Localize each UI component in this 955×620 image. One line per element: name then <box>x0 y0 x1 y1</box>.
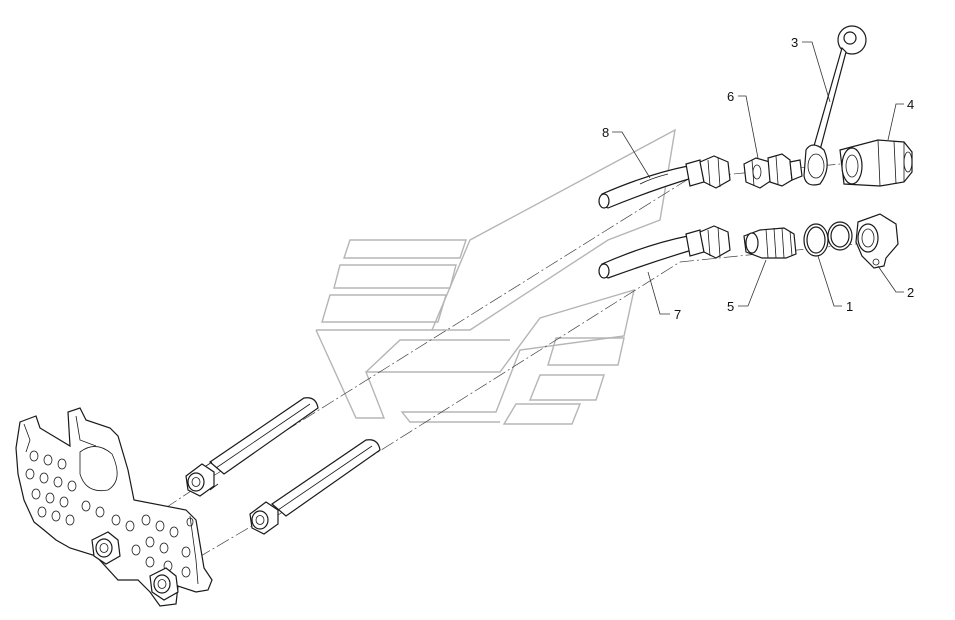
watermark-logo <box>315 128 676 425</box>
callout-leaders <box>612 41 904 315</box>
callout-2: 2 <box>907 285 914 300</box>
oring-part-1 <box>803 221 853 257</box>
hose-upper <box>598 155 731 209</box>
callout-7: 7 <box>674 307 681 322</box>
center-lines <box>109 157 906 581</box>
hose-lower <box>598 225 731 279</box>
callout-3: 3 <box>791 35 798 50</box>
mounting-bracket <box>15 407 213 607</box>
callout-8: 8 <box>602 125 609 140</box>
callout-6: 6 <box>727 89 734 104</box>
callout-labels: 8 6 3 4 7 5 1 2 <box>602 35 914 322</box>
bulkhead-fitting-upper <box>91 531 121 565</box>
bracket-holes <box>25 450 194 578</box>
callout-1: 1 <box>846 299 853 314</box>
dust-cap-part-3 <box>803 25 867 186</box>
adapter-part-6 <box>743 153 803 189</box>
steel-tube-lower <box>249 439 381 535</box>
callout-4: 4 <box>907 97 914 112</box>
steel-tube-upper <box>185 397 319 497</box>
bulkhead-fitting-lower <box>149 567 179 601</box>
coupler-part-4 <box>839 139 913 187</box>
dust-cap-part-2 <box>855 213 899 269</box>
callout-5: 5 <box>727 299 734 314</box>
coupler-part-5 <box>743 227 797 259</box>
